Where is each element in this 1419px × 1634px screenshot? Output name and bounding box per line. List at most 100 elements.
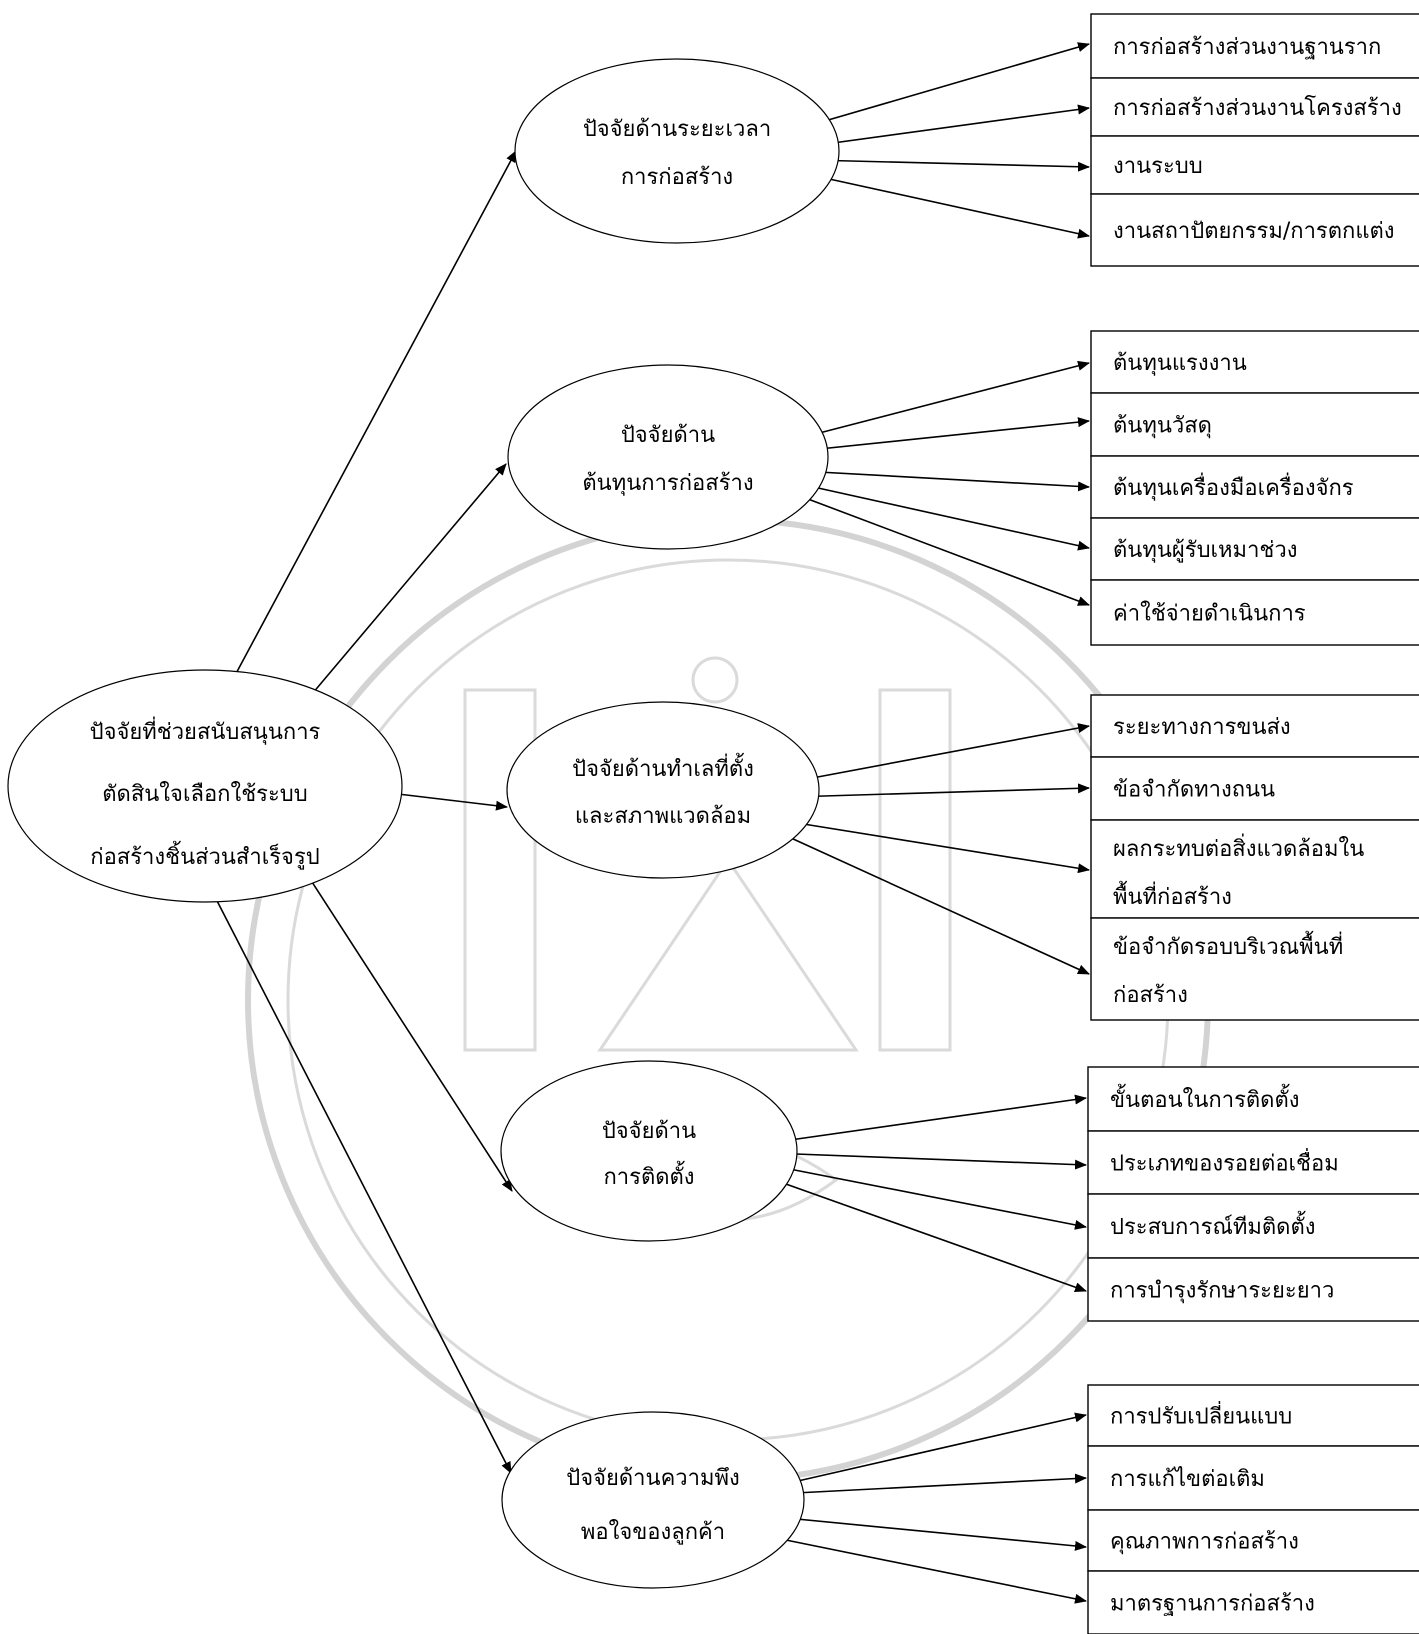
factor-to-item-arrow <box>799 360 1090 439</box>
factor-to-item-arrow <box>810 174 1090 239</box>
sub-factor-item: การก่อสร้างส่วนงานโครงสร้าง <box>1090 77 1419 137</box>
sub-factor-box <box>1090 579 1419 646</box>
sub-factor-box <box>1090 193 1419 267</box>
factor-label-line: ปัจจัยด้านทำเลที่ตั้ง <box>572 753 754 782</box>
factor-to-item-arrow <box>799 470 1090 492</box>
sub-factor-item: ต้นทุนเครื่องมือเครื่องจักร <box>1090 455 1419 519</box>
sub-factor-item: ค่าใช้จ่ายดำเนินการ <box>1090 579 1419 646</box>
sub-factor-label: ต้นทุนแรงงาน <box>1113 351 1247 376</box>
factor-to-item-arrow <box>799 483 1090 551</box>
sub-factor-box <box>1087 1257 1419 1322</box>
factor-to-item-arrow <box>775 1537 1087 1604</box>
sub-factor-label: การปรับเปลี่ยนแบบ <box>1110 1401 1292 1430</box>
sub-factor-box <box>1087 1445 1419 1511</box>
sub-factor-item: คุณภาพการก่อสร้าง <box>1087 1509 1419 1572</box>
sub-factor-box <box>1090 517 1419 581</box>
sub-factor-box <box>1090 77 1419 137</box>
root-label-line: ก่อสร้างชิ้นส่วนสำเร็จรูป <box>90 841 319 870</box>
factor-ellipse <box>506 701 820 879</box>
sub-factor-label-line: พื้นที่ก่อสร้าง <box>1113 881 1232 910</box>
factor-to-item-arrow <box>775 1473 1087 1495</box>
root-to-factor-arrow <box>231 150 517 682</box>
sub-factor-label: ประสบการณ์ทีมติดตั้ง <box>1110 1211 1316 1240</box>
sub-factor-item: ระยะทางการขนส่ง <box>1090 694 1419 758</box>
sub-factor-label: ค่าใช้จ่ายดำเนินการ <box>1113 601 1306 627</box>
sub-factor-item: ข้อจำกัดทางถนน <box>1090 756 1419 821</box>
sub-factor-item: ประสบการณ์ทีมติดตั้ง <box>1087 1193 1419 1259</box>
sub-factor-box <box>1090 330 1419 394</box>
root-to-factor-arrow <box>311 881 513 1192</box>
sub-factor-label: ต้นทุนผู้รับเหมาช่วง <box>1113 538 1297 563</box>
sub-factor-box <box>1090 392 1419 457</box>
factor-ellipse <box>501 1411 805 1589</box>
sub-factor-label: การก่อสร้างส่วนงานโครงสร้าง <box>1113 95 1402 121</box>
sub-factor-box <box>1090 819 1419 919</box>
factor-label-line: ปัจจัยด้าน <box>602 1119 696 1144</box>
sub-factor-box <box>1090 135 1419 195</box>
factor-label-line: การก่อสร้าง <box>621 165 733 190</box>
sub-factor-label: ต้นทุนเครื่องมือเครื่องจักร <box>1113 472 1354 501</box>
sub-factor-label: การก่อสร้างส่วนงานฐานราก <box>1113 35 1381 60</box>
sub-factor-item: งานระบบ <box>1090 135 1419 195</box>
sub-factor-box <box>1087 1570 1419 1634</box>
sub-factor-box <box>1087 1509 1419 1572</box>
factor-to-item-arrow <box>768 1094 1087 1144</box>
factor-label-line: ปัจจัยด้าน <box>621 423 715 448</box>
root-label-line: ตัดสินใจเลือกใช้ระบบ <box>102 781 307 807</box>
sub-factor-label: งานสถาปัตยกรรม/การตกแต่ง <box>1113 219 1395 244</box>
sub-factor-item: ประเภทของรอยต่อเชื่อม <box>1087 1130 1419 1195</box>
root-label-line: ปัจจัยที่ช่วยสนับสนุนการ <box>90 716 321 745</box>
watermark-emblem-icon <box>245 517 1211 1483</box>
sub-factor-item: งานสถาปัตยกรรม/การตกแต่ง <box>1090 193 1419 267</box>
root-to-factor-arrow <box>311 463 507 695</box>
sub-factor-box <box>1087 1130 1419 1195</box>
sub-factor-item: มาตรฐานการก่อสร้าง <box>1087 1570 1419 1634</box>
sub-factor-item: ข้อจำกัดรอบบริเวณพื้นที่ก่อสร้าง <box>1090 917 1419 1021</box>
factor-label-line: การติดตั้ง <box>603 1161 694 1190</box>
node-group: ปัจจัยที่ช่วยสนับสนุนการตัดสินใจเลือกใช้… <box>7 13 1419 1634</box>
sub-factor-label: มาตรฐานการก่อสร้าง <box>1110 1592 1315 1617</box>
sub-factor-item: การบำรุงรักษาระยะยาว <box>1087 1257 1419 1322</box>
factor-to-item-arrow <box>790 723 1090 783</box>
factor-label-line: พอใจของลูกค้า <box>581 1519 725 1545</box>
sub-factor-label: ขั้นตอนในการติดตั้ง <box>1110 1084 1300 1113</box>
sub-factor-box <box>1090 13 1419 79</box>
sub-factor-label: ต้นทุนวัสดุ <box>1113 414 1212 439</box>
root-ellipse <box>7 669 403 903</box>
factor-ellipse <box>514 58 840 244</box>
sub-factor-label: การแก้ไขต่อเติม <box>1110 1466 1265 1492</box>
root-node: ปัจจัยที่ช่วยสนับสนุนการตัดสินใจเลือกใช้… <box>7 669 403 903</box>
sub-factor-item: การปรับเปลี่ยนแบบ <box>1087 1384 1419 1447</box>
sub-factor-label: ประเภทของรอยต่อเชื่อม <box>1110 1148 1339 1177</box>
sub-factor-label-line: ข้อจำกัดรอบบริเวณพื้นที่ <box>1113 931 1343 960</box>
factor-ellipse <box>507 364 829 550</box>
root-to-factor-arrow <box>397 793 508 811</box>
factor-to-item-arrow <box>768 1164 1087 1230</box>
factor-label-line: ต้นทุนการก่อสร้าง <box>582 471 753 496</box>
sub-factor-box <box>1087 1193 1419 1259</box>
factor-to-item-arrow <box>810 104 1090 147</box>
sub-factor-label: ระยะทางการขนส่ง <box>1113 715 1291 740</box>
factor-label-line: และสภาพแวดล้อม <box>575 804 751 829</box>
factor-ellipse <box>500 1060 798 1242</box>
sub-factor-label: งานระบบ <box>1113 154 1203 179</box>
sub-factor-label: ข้อจำกัดทางถนน <box>1113 778 1275 803</box>
factor-to-item-arrow <box>768 1177 1087 1293</box>
sub-factor-box <box>1090 917 1419 1021</box>
sub-factor-item: ขั้นตอนในการติดตั้ง <box>1087 1066 1419 1132</box>
sub-factor-item: ต้นทุนแรงงาน <box>1090 330 1419 394</box>
sub-factor-label-line: ก่อสร้าง <box>1113 983 1188 1008</box>
factor-label-line: ปัจจัยด้านระยะเวลา <box>583 117 771 142</box>
factor-to-item-arrow <box>790 821 1090 874</box>
sub-factor-box <box>1090 455 1419 519</box>
factor-to-item-arrow <box>810 159 1090 172</box>
sub-factor-item: การแก้ไขต่อเติม <box>1087 1445 1419 1511</box>
sub-factor-item: การก่อสร้างส่วนงานฐานราก <box>1090 13 1419 79</box>
sub-factor-box <box>1090 756 1419 821</box>
factor-to-item-arrow <box>775 1516 1087 1551</box>
